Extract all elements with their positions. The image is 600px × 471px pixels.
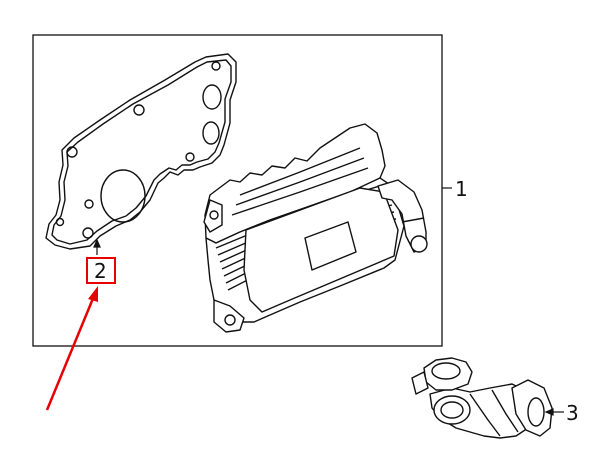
gasket-large-port xyxy=(100,169,146,223)
oil-cooler-part[interactable] xyxy=(203,123,428,333)
hose-tab xyxy=(411,371,429,395)
gasket-bolt-hole xyxy=(185,152,195,162)
cooler-top-ridge xyxy=(235,157,365,206)
hose-clamp-hole xyxy=(527,397,545,427)
cooler-top-ridge xyxy=(239,147,361,196)
cooler-mount-hole xyxy=(224,314,236,326)
cooler-top-ridge xyxy=(231,167,369,216)
hose-bend-line xyxy=(491,389,519,433)
hose-bend-line xyxy=(469,393,501,437)
leader-hose xyxy=(544,408,564,416)
cooler-label-recess xyxy=(304,221,357,271)
callout-label-3: 3 xyxy=(566,401,579,425)
gasket-oval-port xyxy=(202,121,220,145)
gasket-bolt-hole xyxy=(82,227,94,239)
cooler-mount-hole xyxy=(209,210,219,220)
cooler-outlet-band xyxy=(401,217,425,223)
gasket-bolt-hole xyxy=(211,61,221,71)
hose-top-port xyxy=(431,362,461,380)
cooler-outlet-mouth xyxy=(410,235,428,253)
hose-fitting-part[interactable] xyxy=(411,357,553,439)
gasket-bolt-hole xyxy=(66,146,78,158)
callout-2-highlight-box xyxy=(86,257,116,284)
gasket-outline-inner xyxy=(51,59,232,245)
gasket-bolt-hole xyxy=(55,217,65,227)
callout-label-2[interactable]: 2 xyxy=(94,259,107,283)
red-pointer-arrow xyxy=(45,286,98,411)
gasket-bolt-hole xyxy=(133,104,145,116)
assembly-frame xyxy=(32,34,443,347)
gasket-part[interactable] xyxy=(45,53,237,250)
hose-inlet-inner xyxy=(440,401,464,419)
leader-gasket xyxy=(93,238,101,255)
gasket-oval-port xyxy=(202,84,222,110)
gasket-bolt-hole xyxy=(84,199,94,209)
callout-label-1: 1 xyxy=(455,177,468,201)
